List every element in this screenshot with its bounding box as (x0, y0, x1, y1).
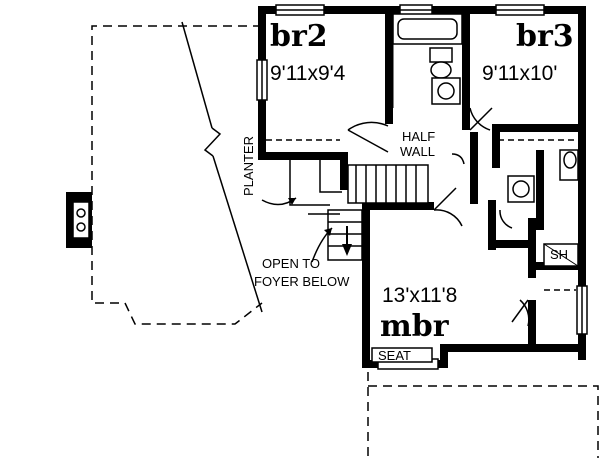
open-to-label-line1: OPEN TO (262, 256, 320, 271)
shower-label: SH (550, 247, 568, 262)
open-to-label-line2: FOYER BELOW (254, 274, 350, 289)
arrows (261, 153, 465, 263)
railings (289, 160, 342, 215)
half-wall-label-line1: HALF (402, 129, 435, 144)
br2-dimensions: 9'11x9'4 (270, 62, 346, 85)
mbr-dimensions: 13'x11'8 (382, 284, 457, 307)
roof-outline-bottom (367, 372, 599, 458)
roof-outline-left (91, 25, 263, 325)
hall-bath-fixtures (392, 13, 463, 108)
stairs (327, 164, 429, 261)
closet-shelves (266, 139, 576, 291)
doors (347, 107, 530, 327)
br3-name: br3 (516, 19, 574, 54)
chimney (66, 192, 92, 248)
br2-name: br2 (270, 19, 328, 54)
br3-dimensions: 9'11x10' (482, 62, 557, 85)
planter-line (181, 21, 263, 313)
window-seat (371, 347, 433, 363)
master-bath-fixtures (507, 149, 579, 267)
planter-label: PLANTER (241, 136, 256, 196)
half-wall-label-line2: WALL (400, 144, 435, 159)
mbr-name: mbr (380, 309, 450, 344)
seat-label: SEAT (378, 348, 411, 363)
